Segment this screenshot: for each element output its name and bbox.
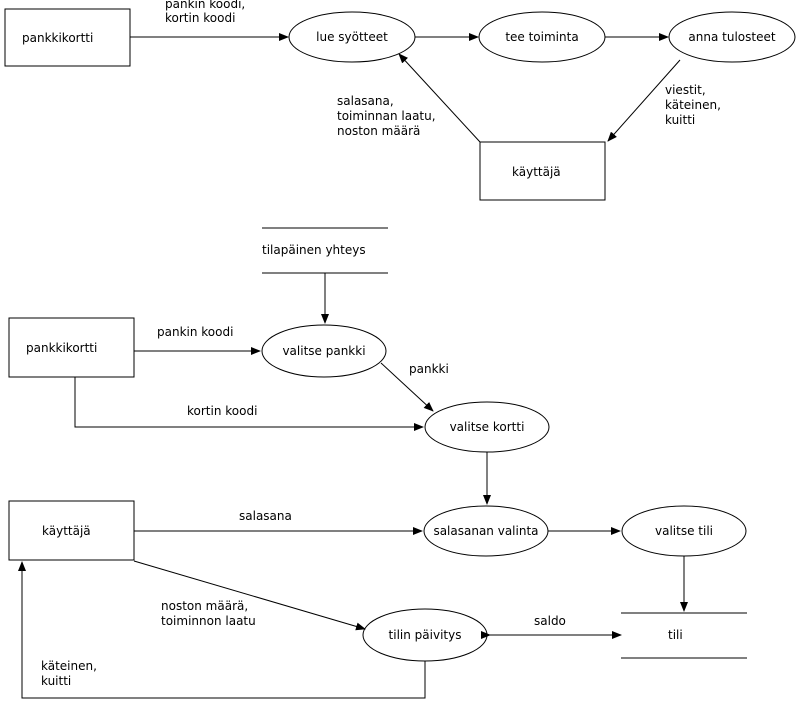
bottom-user-label: käyttäjä (42, 524, 91, 538)
flow-card-to-read-line2: kortin koodi (165, 11, 235, 25)
flow-user-to-read-line3: noston määrä (337, 124, 420, 138)
temp-connection-store-label: tilapäinen yhteys (262, 243, 366, 257)
select-card-label: valitse kortti (450, 420, 525, 434)
give-outputs-process (668, 11, 796, 63)
bottom-user-box (8, 500, 135, 561)
flow-outputs-to-user-line1: viestit, (665, 83, 706, 97)
give-outputs-label: anna tulosteet (688, 30, 775, 44)
flow-cash-receipt-line2: kuitti (41, 674, 71, 688)
top-user-box (479, 141, 606, 201)
arrow-select-bank-to-select-card (380, 362, 434, 412)
select-bank-label: valitse pankki (282, 344, 365, 358)
flow-bank-code-label: pankin koodi (157, 325, 233, 339)
flow-balance-label: saldo (534, 614, 566, 628)
bottom-bank-card-label: pankkikortti (26, 341, 97, 355)
flow-withdrawal-line2: toiminnon laatu (161, 614, 256, 628)
top-user-label: käyttäjä (512, 165, 561, 179)
flow-card-to-read-line1: pankin koodi, (165, 0, 245, 11)
account-update-label: tilin päivitys (389, 628, 462, 642)
top-diagram: pankkikortti lue syötteet tee toiminta a… (4, 0, 796, 201)
select-bank-process (261, 324, 387, 378)
flow-user-to-read-line2: toiminnan laatu, (337, 109, 436, 123)
bottom-bank-card-box (8, 317, 135, 378)
select-account-label: valitse tili (655, 524, 713, 538)
flow-bank-label: pankki (409, 362, 449, 376)
flow-withdrawal-line1: noston määrä, (161, 599, 248, 613)
arrow-user-to-account-update (133, 560, 366, 631)
top-bank-card-label: pankkikortti (22, 31, 93, 45)
flow-user-to-read-line1: salasana, (337, 94, 394, 108)
arrow-account-update-to-user (18, 561, 426, 699)
arrow-user-to-read (398, 53, 481, 143)
password-check-label: salasanan valinta (433, 524, 538, 538)
account-store-label: tili (668, 628, 683, 642)
do-action-label: tee toiminta (505, 30, 578, 44)
flow-cash-receipt-line1: käteinen, (41, 659, 97, 673)
flow-password-label: salasana (239, 509, 292, 523)
read-inputs-label: lue syötteet (316, 30, 388, 44)
bottom-diagram: tilapäinen yhteys pankkikortti valitse p… (8, 227, 747, 699)
top-bank-card-box (4, 8, 131, 67)
arrow-outputs-to-user (607, 59, 681, 142)
flow-outputs-to-user-line3: kuitti (665, 113, 695, 127)
flow-outputs-to-user-line2: käteinen, (665, 98, 721, 112)
flow-card-code-label: kortin koodi (187, 404, 257, 418)
arrow-card-to-select-card (74, 377, 424, 431)
